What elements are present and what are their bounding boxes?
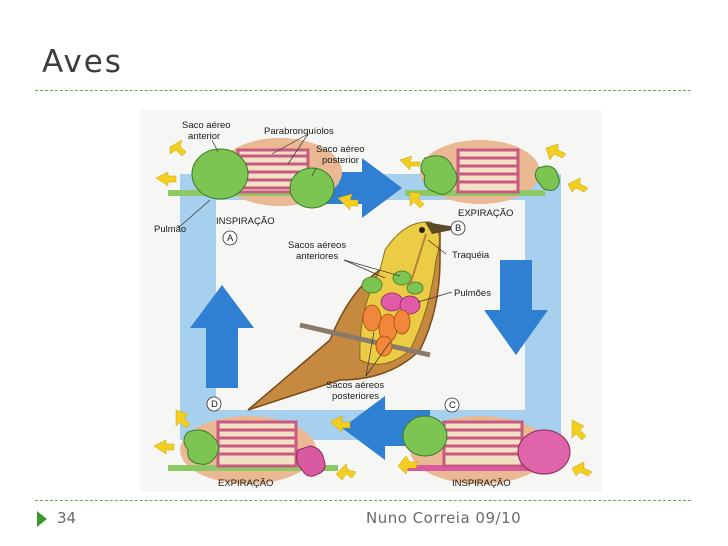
panel-letters — [206, 220, 466, 413]
panel-c-respiratory-system — [402, 415, 571, 484]
label-letter-b: B — [455, 223, 461, 234]
label-letter-c: C — [449, 400, 456, 411]
footer-bullet-icon — [37, 511, 47, 527]
air-flow-arrows — [153, 139, 593, 481]
panel-b-respiratory-system — [405, 140, 560, 204]
slide-title: Aves — [42, 44, 123, 80]
label-pulmoes: Pulmões — [454, 288, 491, 299]
panel-d-respiratory-system — [168, 416, 338, 484]
label-traqueia: Traquéia — [452, 250, 490, 261]
arrow-down-right — [484, 260, 548, 355]
label-sacos-posteriores-2: posteriores — [332, 391, 379, 402]
label-sacos-anteriores-1: Sacos aéreos — [288, 240, 346, 251]
label-inspiracao-c: INSPIRAÇÃO — [452, 478, 511, 489]
panel-a-respiratory-system — [168, 138, 342, 209]
label-sacos-posteriores-1: Sacos aéreos — [326, 380, 384, 391]
label-saco-anterior-1: Saco aéreo — [182, 120, 231, 131]
arrow-up-left — [190, 285, 254, 388]
letter-d-circle — [206, 396, 222, 412]
label-sacos-anteriores-2: anteriores — [296, 251, 338, 262]
label-pulmao: Pulmão — [154, 224, 186, 235]
letter-c-circle — [444, 397, 460, 413]
lungs — [380, 292, 421, 315]
letter-a-circle — [222, 230, 238, 246]
label-saco-anterior-2: anterior — [188, 131, 220, 142]
bird-respiration-figure: Saco aéreo anterior Parabronquíolos Saco… — [140, 110, 602, 492]
label-expiracao-d: EXPIRAÇÃO — [218, 478, 273, 489]
label-saco-posterior-1: Saco aéreo — [316, 144, 365, 155]
title-divider — [35, 90, 691, 91]
footer-divider — [35, 500, 691, 501]
label-parabronquiolos: Parabronquíolos — [264, 126, 334, 137]
footer-author-date: Nuno Correia 09/10 — [366, 509, 522, 527]
label-inspiracao-a: INSPIRAÇÃO — [216, 216, 275, 227]
slide-number: 34 — [57, 509, 77, 527]
letter-b-circle — [450, 220, 466, 236]
label-expiracao-b: EXPIRAÇÃO — [458, 208, 513, 219]
label-letter-d: D — [211, 399, 218, 410]
label-letter-a: A — [227, 233, 234, 244]
callout-lines — [177, 133, 453, 377]
label-saco-posterior-2: posterior — [322, 155, 359, 166]
air-sacs-posterior — [362, 304, 411, 357]
